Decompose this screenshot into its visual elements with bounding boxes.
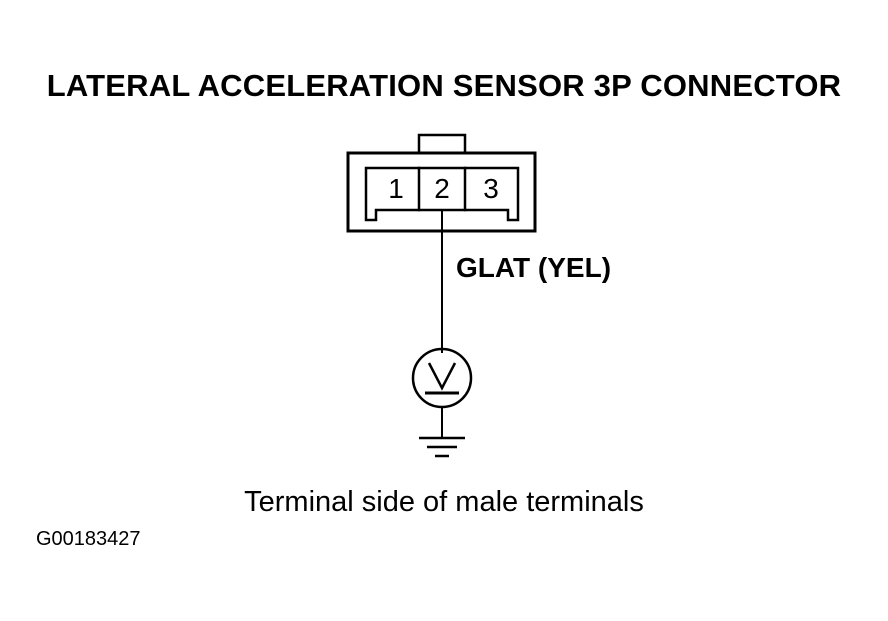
ground-icon	[419, 436, 465, 458]
wire-label: GLAT (YEL)	[456, 252, 612, 283]
pin-1-label: 1	[388, 173, 404, 204]
diagram-title: LATERAL ACCELERATION SENSOR 3P CONNECTOR	[46, 68, 842, 103]
connector-lock-tab	[417, 133, 467, 155]
pin-3-label: 3	[483, 173, 499, 204]
figure-id: G00183427	[36, 528, 141, 550]
diagram-caption: Terminal side of male terminals	[244, 486, 644, 518]
pin-2-label: 2	[434, 173, 450, 204]
connector-inner-cavity	[364, 166, 520, 222]
voltmeter-icon	[411, 347, 473, 409]
